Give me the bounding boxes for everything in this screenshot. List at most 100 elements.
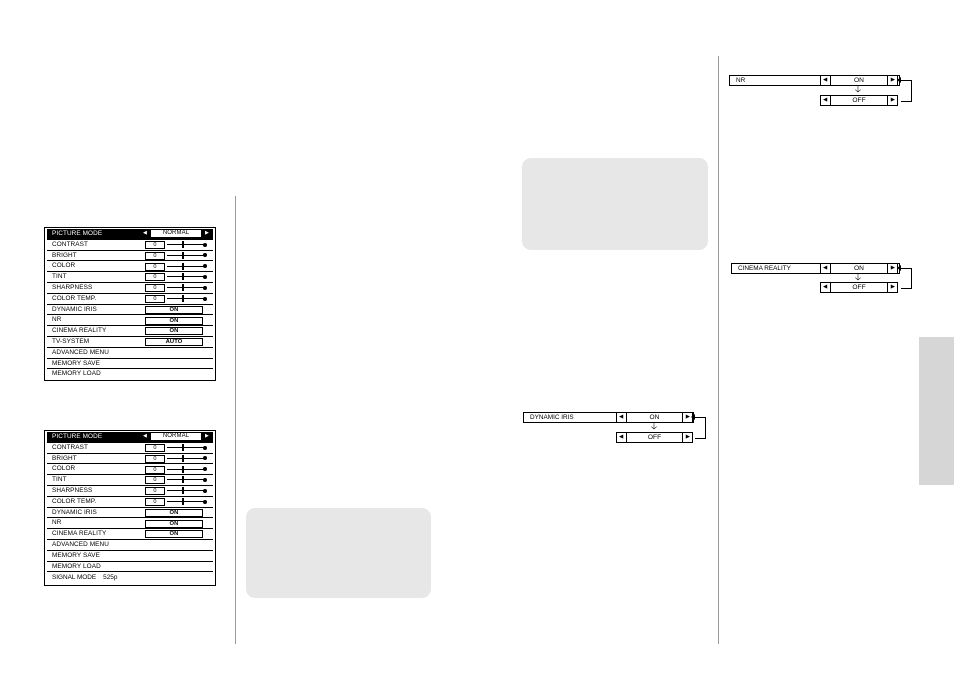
- left-arrow-icon[interactable]: ◀: [143, 433, 147, 440]
- slider-knob[interactable]: [182, 295, 185, 303]
- slider-knob[interactable]: [182, 465, 185, 473]
- menu-item-color-temp[interactable]: COLOR TEMP.0: [47, 294, 213, 305]
- menu-item-memory-load[interactable]: MEMORY LOAD: [47, 369, 213, 379]
- slider-knob[interactable]: [182, 251, 185, 259]
- signal-mode-value: 525p: [103, 574, 118, 582]
- menu-item-label: MEMORY LOAD: [52, 370, 101, 378]
- menu-item-label: BRIGHT: [52, 454, 77, 462]
- menu-item-label: CINEMA REALITY: [52, 327, 107, 335]
- menu-item-bright[interactable]: BRIGHT 0: [47, 454, 213, 465]
- setting-value: ON: [145, 519, 203, 528]
- adjust-slider[interactable]: 0: [145, 498, 207, 507]
- slider-track: [167, 488, 207, 493]
- menu-item-label: SHARPNESS: [52, 283, 93, 291]
- off-value: OFF: [830, 96, 888, 105]
- picture-mode-value: NORMAL: [151, 433, 201, 441]
- menu-item-color[interactable]: COLOR 0: [47, 261, 213, 273]
- adjust-slider[interactable]: 0: [145, 284, 207, 293]
- right-arrow-icon: ▶: [890, 265, 895, 271]
- slider-track: [167, 274, 207, 279]
- adjust-slider[interactable]: 0: [145, 465, 207, 474]
- setting-value: ON: [145, 508, 203, 517]
- slider-knob[interactable]: [182, 273, 185, 281]
- menu-item-advanced-menu[interactable]: ADVANCED MENU: [47, 348, 213, 359]
- slider-knob[interactable]: [182, 284, 185, 292]
- adjust-slider[interactable]: 0: [145, 476, 207, 485]
- adjust-slider[interactable]: 0: [145, 444, 207, 453]
- slider-knob[interactable]: [182, 476, 185, 484]
- menu-item-sharpness[interactable]: SHARPNESS 0: [47, 486, 213, 497]
- adjust-slider[interactable]: 0: [145, 273, 207, 282]
- menu-item-advanced-menu[interactable]: ADVANCED MENU: [47, 540, 213, 551]
- adjust-slider[interactable]: 0: [145, 262, 207, 271]
- slider-value: 0: [145, 273, 165, 282]
- slider-track: [167, 296, 207, 301]
- menu-item-memory-load[interactable]: MEMORY LOAD: [47, 562, 213, 573]
- slider-track: [167, 445, 207, 450]
- left-arrow-icon: ◀: [823, 77, 828, 83]
- menu-item-label: NR: [52, 316, 62, 324]
- down-arrow-icon: 🡣: [854, 84, 862, 94]
- menu-item-sharpness[interactable]: SHARPNESS 0: [47, 283, 213, 294]
- menu-item-label: SHARPNESS: [52, 486, 93, 494]
- slider-knob[interactable]: [182, 262, 185, 270]
- nr-toggle-diagram: NR ◀ ON ▶ 🡣 ◀ OFF ▶: [729, 75, 919, 107]
- menu-item-tint[interactable]: TINT 0: [47, 475, 213, 486]
- picture-mode-selector[interactable]: ◀ NORMAL ▶: [143, 433, 209, 441]
- cinema-reality-toggle-diagram: CINEMA REALITY ◀ ON ▶ 🡣 ◀ OFF ▶: [731, 263, 921, 295]
- right-arrow-icon: ▶: [890, 284, 895, 290]
- menu-item-contrast[interactable]: CONTRAST 0: [47, 240, 213, 251]
- slider-value: 0: [145, 487, 165, 496]
- menu-item-label: MEMORY SAVE: [52, 551, 100, 559]
- slider-value: 0: [145, 454, 165, 463]
- menu-item-picture-mode[interactable]: PICTURE MODE◀NORMAL▶: [47, 229, 213, 240]
- slider-track: [167, 456, 207, 461]
- menu-item-label: NR: [52, 519, 62, 527]
- right-arrow-icon: ▶: [890, 97, 895, 103]
- menu-item-memory-save[interactable]: MEMORY SAVE: [47, 551, 213, 562]
- slider-knob[interactable]: [182, 241, 185, 249]
- menu-item-picture-mode[interactable]: PICTURE MODE◀NORMAL▶: [47, 432, 213, 443]
- slider-knob[interactable]: [182, 498, 185, 506]
- slider-knob[interactable]: [182, 444, 185, 452]
- adjust-slider[interactable]: 0: [145, 241, 207, 250]
- slider-track: [167, 264, 207, 269]
- right-arrow-icon[interactable]: ▶: [205, 433, 209, 440]
- left-arrow-icon: ◀: [823, 265, 828, 271]
- slider-knob[interactable]: [182, 487, 185, 495]
- menu-item-label: TINT: [52, 476, 67, 484]
- slider-track: [167, 467, 207, 472]
- picture-mode-selector[interactable]: ◀NORMAL▶: [143, 230, 209, 238]
- adjust-slider[interactable]: 0: [145, 454, 207, 463]
- adjust-slider[interactable]: 0: [145, 295, 207, 304]
- adjust-slider[interactable]: 0: [145, 487, 207, 496]
- off-value: OFF: [830, 283, 888, 292]
- slider-knob[interactable]: [182, 454, 185, 462]
- slider-track: [167, 285, 207, 290]
- setting-value: ON: [145, 305, 203, 314]
- menu-item-memory-save[interactable]: MEMORY SAVE: [47, 359, 213, 370]
- left-arrow-icon: ◀: [619, 434, 624, 440]
- menu-item-label: COLOR: [52, 262, 76, 270]
- signal-mode-label: SIGNAL MODE: [52, 574, 97, 582]
- slider-value: 0: [145, 241, 165, 250]
- dynamic-iris-label: DYNAMIC IRIS: [530, 414, 574, 421]
- left-arrow-icon[interactable]: ◀: [143, 230, 147, 237]
- slider-value: 0: [145, 465, 165, 474]
- adjust-slider[interactable]: 0: [145, 251, 207, 260]
- menu-item-color-temp[interactable]: COLOR TEMP.0: [47, 497, 213, 508]
- menu-item-label: CONTRAST: [52, 240, 88, 248]
- right-arrow-icon[interactable]: ▶: [205, 230, 209, 237]
- menu-item-nr[interactable]: NR ON: [47, 518, 213, 530]
